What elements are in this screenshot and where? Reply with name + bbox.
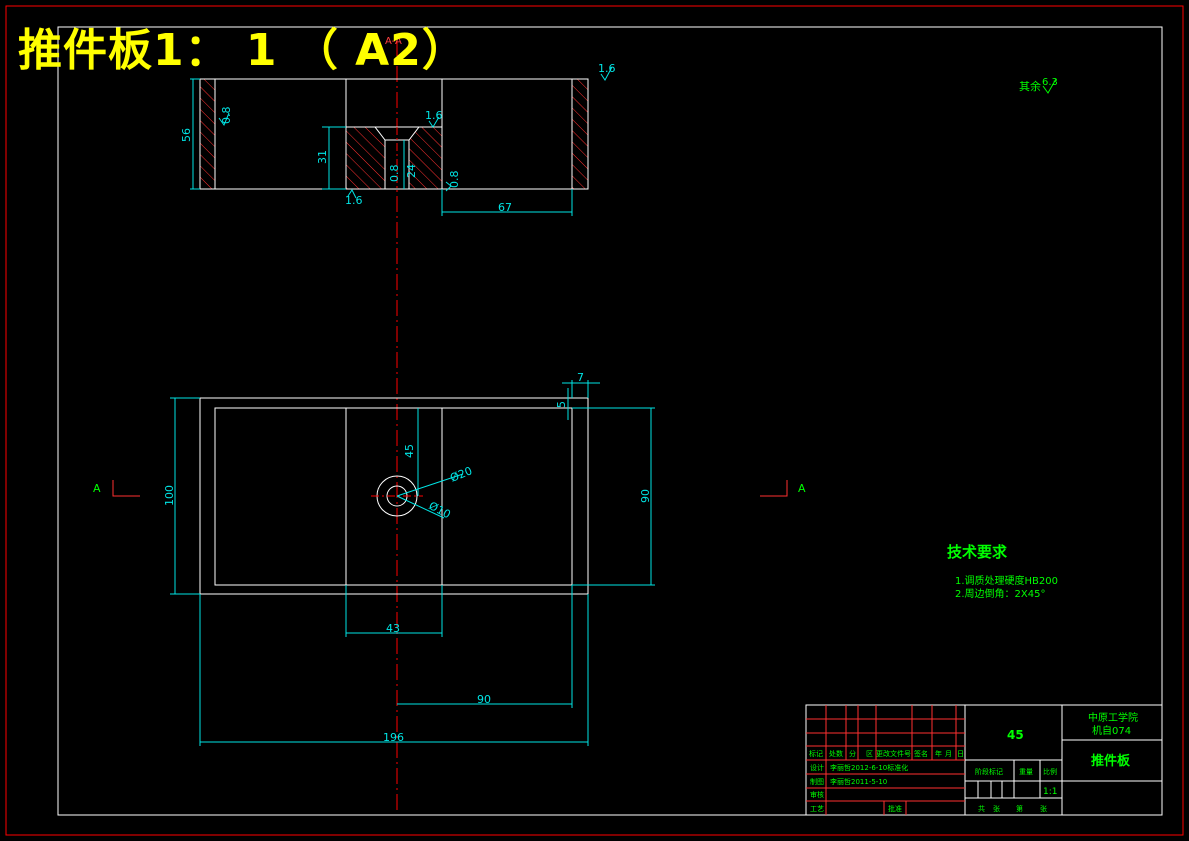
tb-design-value: 李丽哲2012-6-10标准化 bbox=[830, 763, 908, 772]
roughness-mark-c: 1.6 bbox=[345, 194, 363, 207]
outer-border bbox=[5, 5, 1184, 836]
tb-stage-label: 阶段标记 bbox=[975, 767, 1003, 776]
tb-header-row: 标记 处数 分 区 更改文件号 签名 年 月 日 bbox=[809, 749, 964, 758]
dim-90-vertical: 90 bbox=[639, 489, 652, 503]
tb-ratio-label: 比例 bbox=[1043, 767, 1057, 776]
dim-56: 56 bbox=[180, 128, 193, 142]
tb-header-7: 月 bbox=[945, 750, 952, 758]
tb-header-3: 区 bbox=[866, 750, 873, 758]
dim-31: 31 bbox=[316, 150, 329, 164]
tb-process-label: 工艺 bbox=[810, 805, 824, 813]
tb-header-2: 分 bbox=[849, 749, 856, 758]
view-mark-left: A bbox=[93, 482, 101, 495]
tb-header-4: 更改文件号 bbox=[876, 749, 911, 758]
tb-sheet-no-label: 第 bbox=[1016, 804, 1023, 813]
dim-100: 100 bbox=[163, 485, 176, 506]
dim-7: 7 bbox=[577, 371, 584, 384]
tb-draw-label: 制图 bbox=[810, 777, 824, 786]
tb-header-5: 签名 bbox=[914, 749, 928, 758]
dim-phi10: Ø10 bbox=[427, 499, 453, 521]
section-view: 56 31 24 67 0.8 1.6 0.8 0.8 1.6 1.6 bbox=[180, 62, 616, 216]
tb-header-0: 标记 bbox=[809, 749, 823, 758]
sheet-title: 推件板1： 1 （ A2） bbox=[18, 25, 467, 76]
roughness-rest-label: 其余 bbox=[1019, 79, 1041, 93]
tb-sheet-no-unit: 张 bbox=[1040, 804, 1047, 813]
view-mark-right: A bbox=[798, 482, 806, 495]
tb-weight-label: 重量 bbox=[1019, 768, 1033, 776]
dim-43: 43 bbox=[386, 622, 400, 635]
dim-24: 24 bbox=[405, 164, 418, 178]
roughness-mark-e: 0.8 bbox=[388, 165, 401, 183]
plan-view: 100 90 45 7 5 Ø20 Ø10 43 90 196 bbox=[163, 371, 655, 746]
tb-sheet-label: 张 bbox=[993, 804, 1000, 813]
tb-header-1: 处数 bbox=[829, 749, 843, 758]
tb-header-8: 日 bbox=[957, 750, 964, 758]
tb-part-name: 推件板 bbox=[1091, 753, 1131, 769]
dim-90-horizontal: 90 bbox=[477, 693, 491, 706]
tb-school: 中原工学院 bbox=[1088, 711, 1138, 724]
tb-draw-value: 李丽哲2011-5-10 bbox=[830, 777, 887, 786]
tb-design-label: 设计 bbox=[810, 763, 824, 772]
tb-check-label: 审核 bbox=[810, 790, 824, 799]
dim-45: 45 bbox=[403, 444, 416, 458]
tb-class: 机自074 bbox=[1092, 724, 1131, 737]
tb-material: 45 bbox=[1007, 728, 1024, 742]
inner-border bbox=[57, 26, 1163, 816]
roughness-rest-value: 6.3 bbox=[1042, 77, 1058, 88]
dim-5: 5 bbox=[555, 401, 568, 408]
section-label: A-A bbox=[385, 36, 402, 47]
tb-header-6: 年 bbox=[935, 749, 942, 758]
dim-196: 196 bbox=[383, 731, 404, 744]
dim-phi20: Ø20 bbox=[448, 464, 474, 485]
tech-req-item-2: 2.周边倒角：2X45° bbox=[955, 588, 1045, 600]
tb-scale: 1:1 bbox=[1043, 787, 1057, 797]
dim-67: 67 bbox=[498, 201, 512, 214]
roughness-mark-d: 0.8 bbox=[220, 107, 233, 125]
tb-approve-label: 批准 bbox=[888, 804, 902, 813]
tech-req-item-1: 1.调质处理硬度HB200 bbox=[955, 574, 1058, 587]
title-block-grid bbox=[806, 705, 965, 815]
tech-req-title: 技术要求 bbox=[947, 543, 1008, 561]
roughness-mark-a: 1.6 bbox=[598, 62, 616, 75]
roughness-mark-b: 1.6 bbox=[425, 109, 443, 122]
tb-sheets-label: 共 bbox=[978, 804, 985, 813]
roughness-mark-f: 0.8 bbox=[448, 171, 461, 189]
